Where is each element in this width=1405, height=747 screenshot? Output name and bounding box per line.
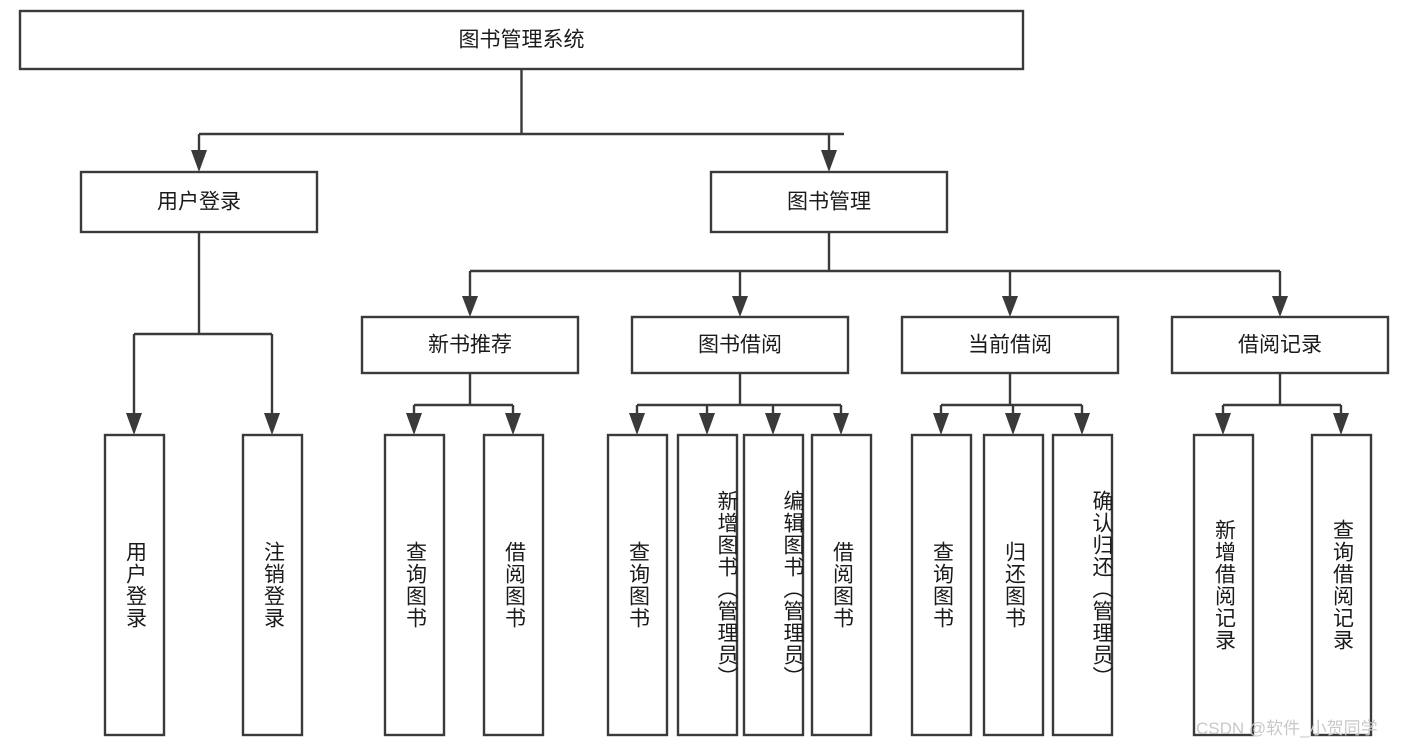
arrowhead-leaf-borrow-book-recommend bbox=[505, 413, 521, 435]
node-box-leaf-query-book-borrow[interactable] bbox=[606, 433, 669, 737]
arrowhead-leaf-query-book-recommend bbox=[406, 413, 422, 435]
node-box-leaf-add-book[interactable] bbox=[676, 433, 739, 737]
connector-group-user-login bbox=[126, 232, 280, 435]
node-label-root: 图书管理系统 bbox=[459, 29, 585, 52]
node-box-current-borrow[interactable] bbox=[900, 315, 1120, 375]
arrowhead-borrow-record bbox=[1272, 296, 1288, 317]
node-box-leaf-edit-book[interactable] bbox=[742, 433, 805, 737]
arrowhead-leaf-confirm-return bbox=[1074, 413, 1090, 435]
node-box-borrow-record[interactable] bbox=[1170, 315, 1390, 375]
node-box-leaf-query-book-recommend[interactable] bbox=[383, 433, 446, 737]
connector-group-borrow-record bbox=[1215, 373, 1349, 435]
connector-group-root bbox=[191, 69, 844, 172]
node-box-book-borrow[interactable] bbox=[630, 315, 850, 375]
node-box-leaf-confirm-return[interactable] bbox=[1051, 433, 1114, 737]
node-box-new-book-recommend[interactable] bbox=[360, 315, 580, 375]
connector-group-current-borrow bbox=[933, 373, 1090, 435]
connector-group-new-book-recommend bbox=[406, 373, 521, 435]
csdn-watermark: CSDN @软件_小贺同学 bbox=[1196, 719, 1378, 738]
node-label-new-book-recommend: 新书推荐 bbox=[428, 334, 512, 357]
arrowhead-book-borrow bbox=[732, 296, 748, 317]
arrowhead-leaf-add-borrow-record bbox=[1215, 413, 1231, 435]
arrowhead-leaf-return-book bbox=[1005, 413, 1021, 435]
node-label-book-borrow: 图书借阅 bbox=[698, 334, 782, 357]
arrowhead-current-borrow bbox=[1002, 296, 1018, 317]
arrowhead-leaf-query-book-current bbox=[933, 413, 949, 435]
arrowhead-leaf-edit-book bbox=[765, 413, 781, 435]
node-box-leaf-borrow-book[interactable] bbox=[810, 433, 873, 737]
arrowhead-new-book-recommend bbox=[462, 296, 478, 317]
arrowhead-leaf-user-login bbox=[126, 413, 142, 435]
node-box-leaf-logout[interactable] bbox=[241, 433, 304, 737]
arrowhead-leaf-add-book bbox=[699, 413, 715, 435]
node-label-user-login: 用户登录 bbox=[157, 191, 241, 214]
node-box-user-login[interactable] bbox=[79, 170, 319, 234]
node-box-book-management[interactable] bbox=[709, 170, 949, 234]
node-label-current-borrow: 当前借阅 bbox=[968, 334, 1052, 357]
node-label-book-management: 图书管理 bbox=[787, 191, 871, 214]
arrowhead-leaf-logout bbox=[264, 413, 280, 435]
node-label-borrow-record: 借阅记录 bbox=[1238, 334, 1322, 357]
arrowhead-book-management bbox=[821, 150, 837, 172]
node-box-leaf-query-book-current[interactable] bbox=[910, 433, 973, 737]
arrowhead-user-login bbox=[191, 150, 207, 172]
arrowhead-leaf-query-book-borrow bbox=[629, 413, 645, 435]
arrowhead-leaf-query-borrow-record bbox=[1333, 413, 1349, 435]
node-box-leaf-query-borrow-record[interactable] bbox=[1310, 433, 1373, 737]
connector-group-book-borrow bbox=[629, 373, 849, 435]
connector-group-book-management bbox=[462, 232, 1288, 317]
node-box-leaf-return-book[interactable] bbox=[982, 433, 1045, 737]
node-box-leaf-user-login[interactable] bbox=[103, 433, 166, 737]
node-box-leaf-borrow-book-recommend[interactable] bbox=[482, 433, 545, 737]
node-box-root[interactable] bbox=[18, 9, 1025, 71]
node-box-leaf-add-borrow-record[interactable] bbox=[1192, 433, 1255, 737]
arrowhead-leaf-borrow-book bbox=[833, 413, 849, 435]
